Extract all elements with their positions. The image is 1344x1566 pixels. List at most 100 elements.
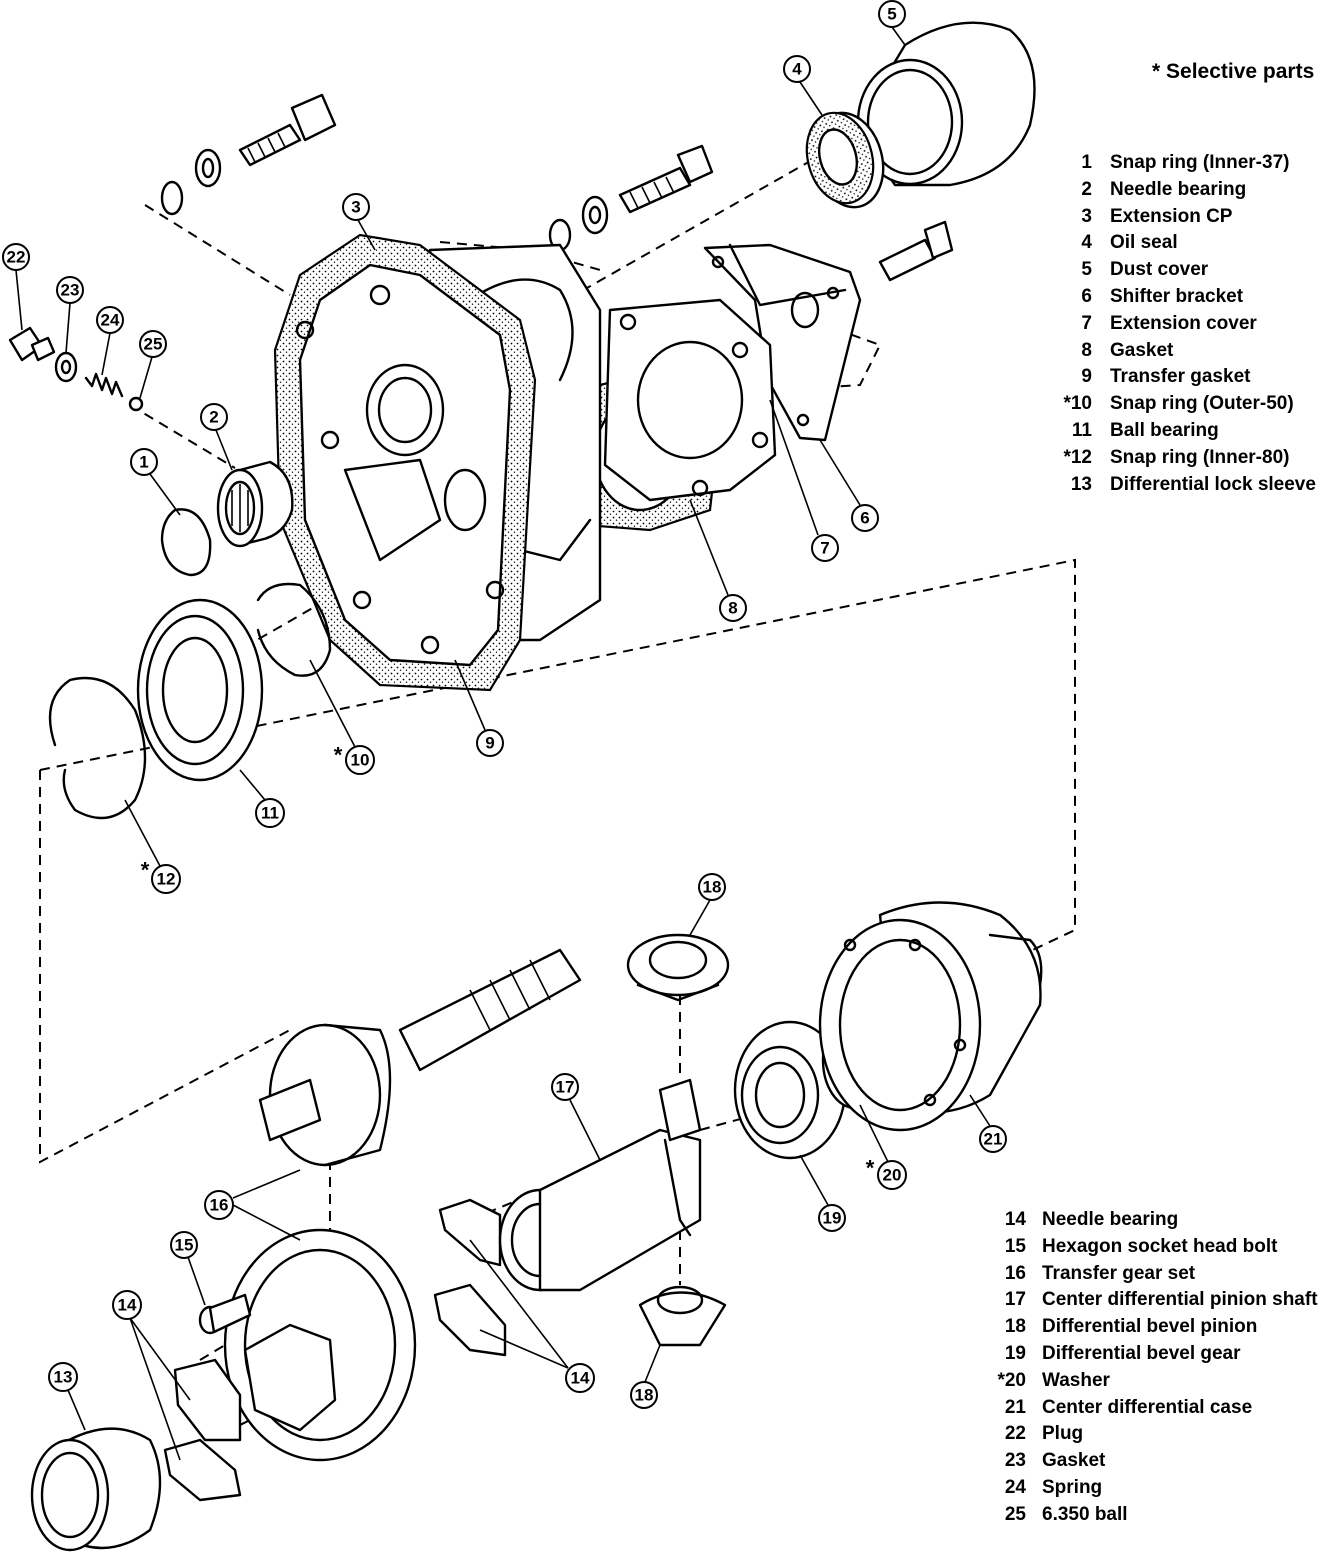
needle-bearing-half [173, 1358, 242, 1442]
svg-text:16: 16 [210, 1196, 229, 1215]
snap-ring-inner-37 [160, 508, 212, 577]
svg-text:18: 18 [635, 1386, 654, 1405]
svg-text:8: 8 [728, 599, 737, 618]
plug-gasket [54, 351, 78, 383]
callout-2: 2 [200, 403, 233, 471]
callout-18-lower: 18 [630, 1344, 661, 1409]
callout-21: 21 [969, 1094, 1007, 1153]
svg-text:*: * [334, 743, 343, 768]
needle-bearing-half [163, 1438, 242, 1502]
detent-ball [128, 396, 144, 412]
svg-text:14: 14 [118, 1296, 137, 1315]
callout-5: 5 [878, 0, 906, 46]
cover-bolt [878, 220, 954, 282]
callout-13: 13 [48, 1362, 86, 1431]
callout-11: 11 [239, 769, 285, 828]
differential-bevel-gear [733, 1020, 847, 1160]
shifter-bracket-bolt [238, 93, 337, 167]
needle-bearing-upper [216, 460, 294, 548]
svg-text:20: 20 [883, 1166, 902, 1185]
svg-text:17: 17 [556, 1078, 575, 1097]
callout-25: 25 [139, 330, 167, 399]
svg-text:7: 7 [820, 539, 829, 558]
callout-22: 22 [2, 243, 30, 331]
differential-bevel-pinion-lower [638, 1285, 727, 1347]
plug [8, 326, 56, 362]
extension-cover [603, 298, 777, 502]
callout-18-upper: 18 [689, 873, 726, 936]
transfer-drive-gear [223, 1228, 417, 1462]
oil-seal [805, 111, 885, 209]
callout-1: 1 [130, 448, 181, 516]
center-differential-case [818, 901, 1043, 1132]
callout-7: 7 [769, 399, 839, 562]
callout-12: * 12 [124, 799, 181, 894]
ball-bearing [136, 598, 264, 782]
svg-text:11: 11 [261, 804, 279, 823]
transfer-gasket [273, 233, 537, 692]
svg-text:19: 19 [823, 1209, 842, 1228]
callout-14-left: 14 [112, 1290, 191, 1461]
svg-text:18: 18 [703, 878, 722, 897]
svg-text:13: 13 [54, 1368, 73, 1387]
callout-17: 17 [551, 1073, 601, 1161]
callout-14-right: 14 [469, 1239, 595, 1393]
svg-text:12: 12 [157, 870, 176, 889]
svg-text:21: 21 [984, 1130, 1003, 1149]
differential-bevel-pinion-upper [626, 933, 730, 1002]
svg-text:*: * [141, 858, 150, 883]
selective-parts-note: * Selective parts [1152, 60, 1315, 83]
lock-washer [581, 195, 609, 235]
svg-text:*: * [866, 1156, 875, 1181]
callout-3: 3 [342, 193, 376, 251]
svg-text:25: 25 [144, 335, 163, 354]
svg-text:4: 4 [792, 60, 802, 79]
svg-text:23: 23 [61, 281, 80, 300]
svg-text:24: 24 [101, 311, 120, 330]
lock-washer [160, 180, 184, 216]
callout-16: 16 [204, 1169, 301, 1241]
snap-ring-outer-50 [256, 582, 332, 677]
differential-lock-sleeve [30, 1427, 162, 1552]
svg-text:22: 22 [7, 248, 26, 267]
callout-10: * 10 [309, 659, 375, 775]
svg-text:1: 1 [139, 453, 148, 472]
callout-19: 19 [799, 1154, 846, 1232]
svg-text:14: 14 [571, 1369, 590, 1388]
dust-cover [856, 21, 1036, 187]
extension-bolt [618, 144, 714, 214]
callout-6: 6 [819, 439, 879, 532]
callout-9: 9 [454, 659, 504, 757]
center-differential-pinion-shaft [498, 1078, 702, 1292]
callout-4: 4 [783, 55, 823, 116]
svg-text:10: 10 [351, 751, 370, 770]
lock-washer [194, 148, 222, 188]
callout-15: 15 [170, 1231, 206, 1306]
needle-bearing-half [438, 1198, 502, 1267]
